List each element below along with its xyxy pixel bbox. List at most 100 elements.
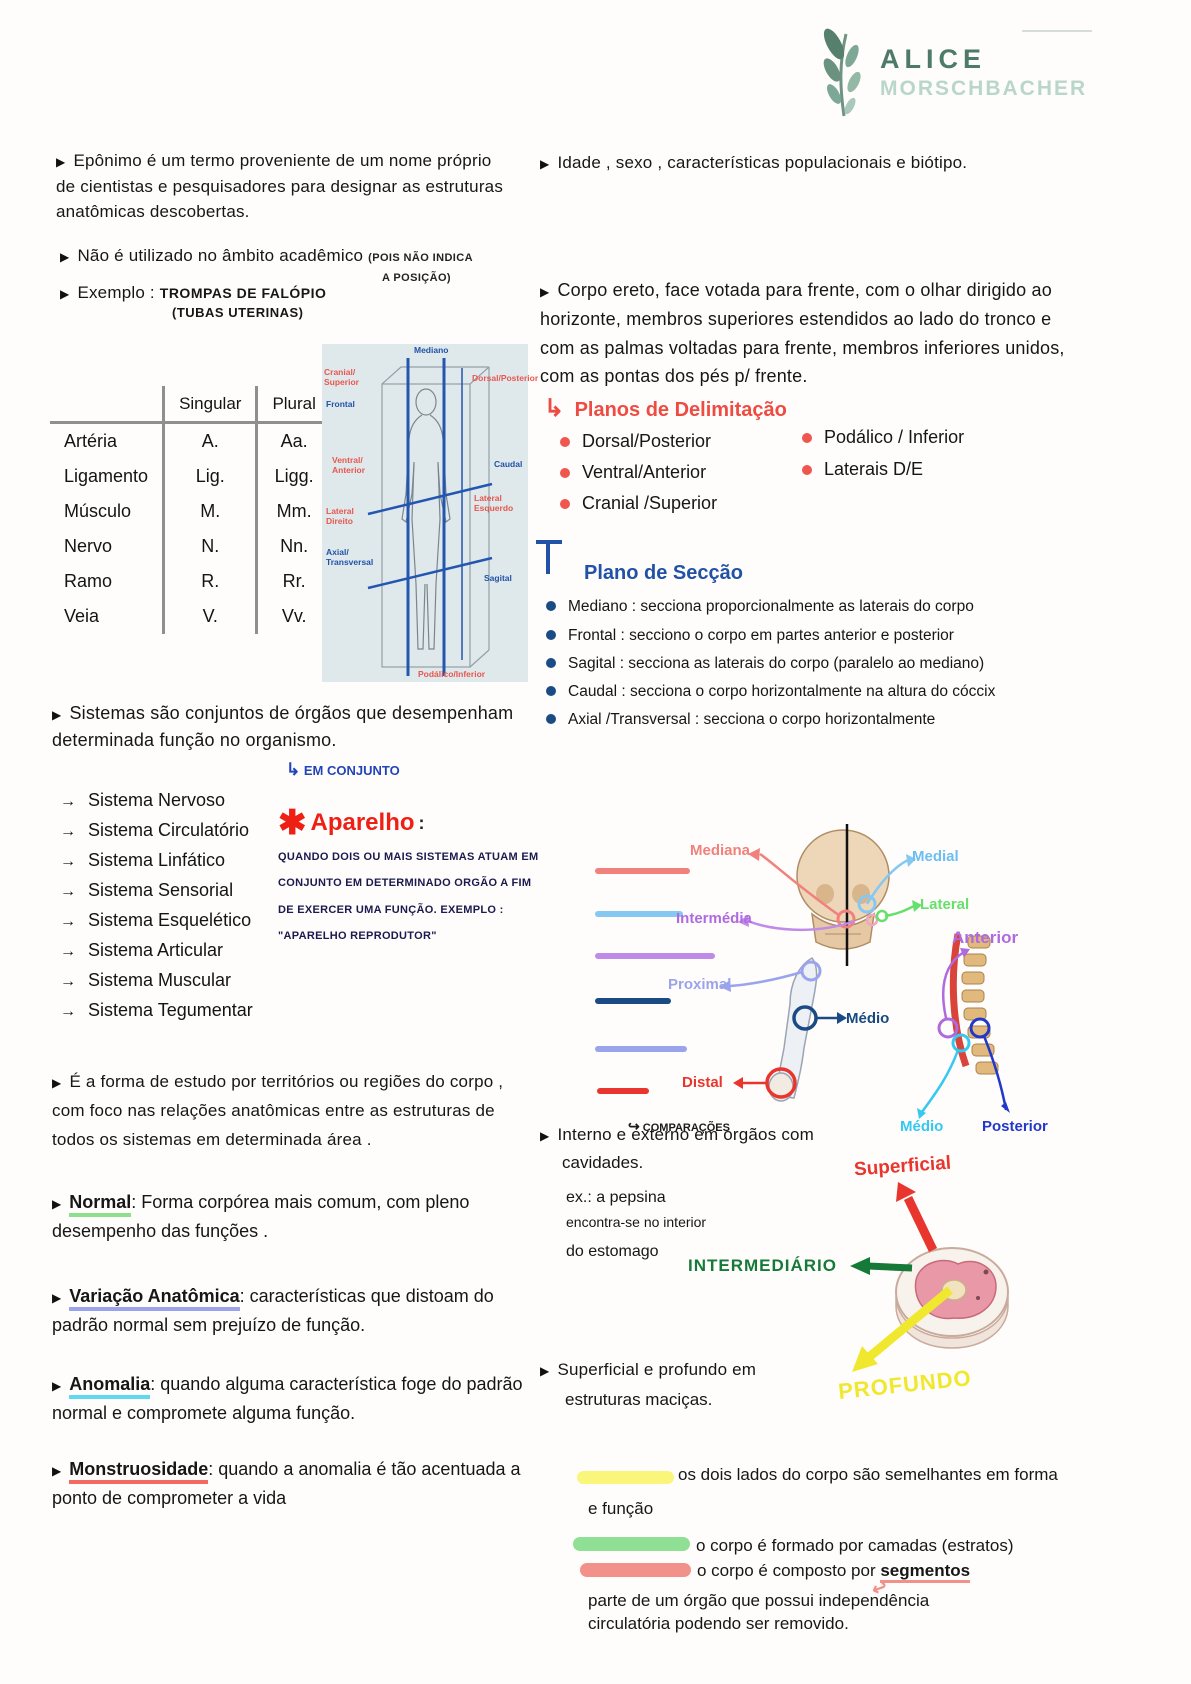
red-bullet-icon [560, 437, 570, 447]
arrow-right-icon: → [60, 943, 76, 960]
meat-slice-illustration [850, 1182, 1009, 1372]
table-header-plural: Plural [255, 386, 330, 424]
blue-bullet-icon [546, 714, 556, 724]
sistema-label: Sistema Articular [88, 940, 224, 960]
legend-line-mediana [595, 868, 690, 874]
spine-illustration [949, 933, 999, 1075]
note-forma-estudo-text: É a forma de estudo por territórios ou r… [52, 1072, 504, 1149]
label-cranial-superior: Cranial/ Superior [324, 367, 359, 387]
table-row: Músculo M. Mm. [50, 494, 330, 529]
mediana-ring-icon [836, 909, 856, 929]
arrowheads [720, 848, 1010, 1119]
bullet-triangle-icon: ▶ [52, 1464, 62, 1478]
comparacoes-text: COMPARAÇÕES [642, 1122, 730, 1134]
definition-term: Anomalia [69, 1374, 151, 1399]
delimitacao-label: Ventral/Anterior [582, 462, 707, 482]
arrow-right-icon: → [60, 823, 76, 840]
seccao-item: Sagital : secciona as laterais do corpo … [546, 655, 984, 673]
sistema-item: → Sistema Tegumentar [60, 1000, 253, 1021]
red-highlight-bar [580, 1563, 691, 1577]
sistema-label: Sistema Muscular [88, 970, 232, 990]
note-nao-academico-text: Não é utilizado no âmbito acadêmico [77, 246, 364, 265]
intermedia-ring-icon [865, 913, 879, 927]
profundo-arrow [852, 1286, 953, 1372]
arrow-hook-icon: ↳ [544, 395, 565, 422]
abbreviation-table: Singular Plural Artéria A. Aa. Ligamento… [50, 386, 330, 634]
note-nao-academico: ▶Não é utilizado no âmbito acadêmico (PO… [60, 243, 530, 269]
destaque-segmentos-text: segmentos [880, 1561, 971, 1583]
exemplo-note: (TUBAS UTERINAS) [172, 305, 304, 320]
cell-singular: N. [162, 529, 257, 564]
note-corpo-ereto-text: Corpo ereto, face votada para frente, co… [540, 280, 1065, 387]
cell-plural: Vv. [255, 599, 330, 634]
delimitacao-item: Cranial /Superior [560, 490, 717, 517]
definition-variacao: ▶Variação Anatômica: características que… [52, 1282, 527, 1340]
definition-text: : quando a anomalia é tão acentuada a po… [52, 1459, 521, 1508]
sistema-label: Sistema Nervoso [88, 790, 226, 810]
cell-singular: V. [162, 599, 257, 634]
blue-bullet-icon [546, 601, 556, 611]
cell-nome: Ligamento [64, 466, 149, 486]
cell-singular: A. [162, 422, 257, 459]
note-macicas: ▶Superficial e profundo em [540, 1357, 840, 1383]
legend-line-distal [597, 1088, 649, 1094]
label-frontal: Frontal [326, 399, 355, 409]
note-interno: ▶Interno e externo em orgãos com [540, 1122, 870, 1148]
bullet-triangle-icon: ▶ [56, 155, 66, 169]
label-medial: Medial [912, 848, 959, 865]
table-header-empty [50, 386, 164, 424]
cell-nome: Músculo [64, 501, 132, 521]
directional-terms-diagram: Mediana Medial Intermédia Lateral Anteri… [540, 766, 1095, 1148]
cell-nome: Ramo [64, 571, 113, 591]
bullet-triangle-icon: ▶ [52, 1197, 62, 1211]
destaque-vermelho: o corpo é composto por segmentos [697, 1558, 1097, 1584]
destaque-amarelo-text: os dois lados do corpo são semelhantes e… [678, 1465, 1058, 1484]
sistema-item: →Sistema Nervoso [60, 790, 225, 811]
sistema-item: → Sistema Articular [60, 940, 223, 961]
note-idade: ▶Idade , sexo , características populaci… [540, 150, 1070, 176]
yellow-highlight-bar [577, 1471, 674, 1484]
legend-line-proximal [595, 1046, 687, 1052]
destaque-verde-text: o corpo é formado por camadas (estratos) [696, 1536, 1014, 1555]
medio-ring-icon [792, 1005, 818, 1031]
note-pepsina-1: ex.: a pepsina [566, 1189, 666, 1206]
bullet-triangle-icon: ▶ [540, 157, 550, 171]
planos-delimitacao-text: Planos de Delimitação [574, 399, 787, 421]
label-lateral-direito: Lateral Direito [326, 506, 354, 526]
plano-seccao-title: Plano de Secção [584, 562, 743, 585]
arrow-right-icon: → [60, 1003, 76, 1020]
definition-text: : Forma corpórea mais comum, com pleno d… [52, 1192, 470, 1241]
note-eponimo-text: Epônimo é um termo proveniente de um nom… [56, 151, 504, 221]
label-anterior: Anterior [952, 928, 1019, 947]
legend-line-intermedia [595, 953, 715, 959]
brand-logo: ALICE MORSCHBACHER [806, 26, 1106, 118]
arrow-right-icon: → [60, 973, 76, 990]
destaque-nota1: parte de um órgão que possui independênc… [588, 1591, 930, 1610]
aparelho-sep: : [418, 812, 425, 833]
bullet-triangle-icon: ▶ [52, 1379, 62, 1393]
em-conjunto-note: ↳ EM CONJUNTO [286, 760, 400, 780]
seccao-item: Axial /Transversal : secciona o corpo ho… [546, 711, 935, 729]
label-podalico-inferior: Podálico/Inferior [418, 669, 486, 679]
note-macicas-line2: estruturas maciças. [565, 1390, 713, 1409]
label-ventral-anterior: Ventral/ Anterior [332, 455, 366, 475]
sistema-item: → Sistema Muscular [60, 970, 231, 991]
sistema-label: Sistema Tegumentar [88, 1000, 253, 1020]
destaque-amarelo-text2: e função [588, 1499, 654, 1518]
delimitacao-label: Dorsal/Posterior [582, 431, 712, 451]
delimitacao-item: Laterais D/E [802, 456, 923, 483]
label-dorsal-posterior: Dorsal/Posterior [472, 373, 539, 383]
bullet-triangle-icon: ▶ [540, 285, 550, 299]
label-intermediario: INTERMEDIÁRIO [688, 1256, 837, 1275]
arrow-right-icon: → [60, 853, 76, 870]
delimitacao-item: Dorsal/Posterior [560, 428, 711, 455]
red-bullet-icon [802, 433, 812, 443]
blue-bullet-icon [546, 686, 556, 696]
table-row: Ramo R. Rr. [50, 564, 330, 599]
legend-line-medial [595, 911, 683, 917]
proximal-ring-icon [800, 960, 822, 982]
note-sistemas: ▶Sistemas são conjuntos de órgãos que de… [52, 700, 532, 754]
em-conjunto-text: EM CONJUNTO [303, 763, 400, 778]
definition-term: Normal [69, 1192, 132, 1217]
aparelho-text: QUANDO DOIS OU MAIS SISTEMAS ATUAM EM CO… [278, 851, 539, 943]
